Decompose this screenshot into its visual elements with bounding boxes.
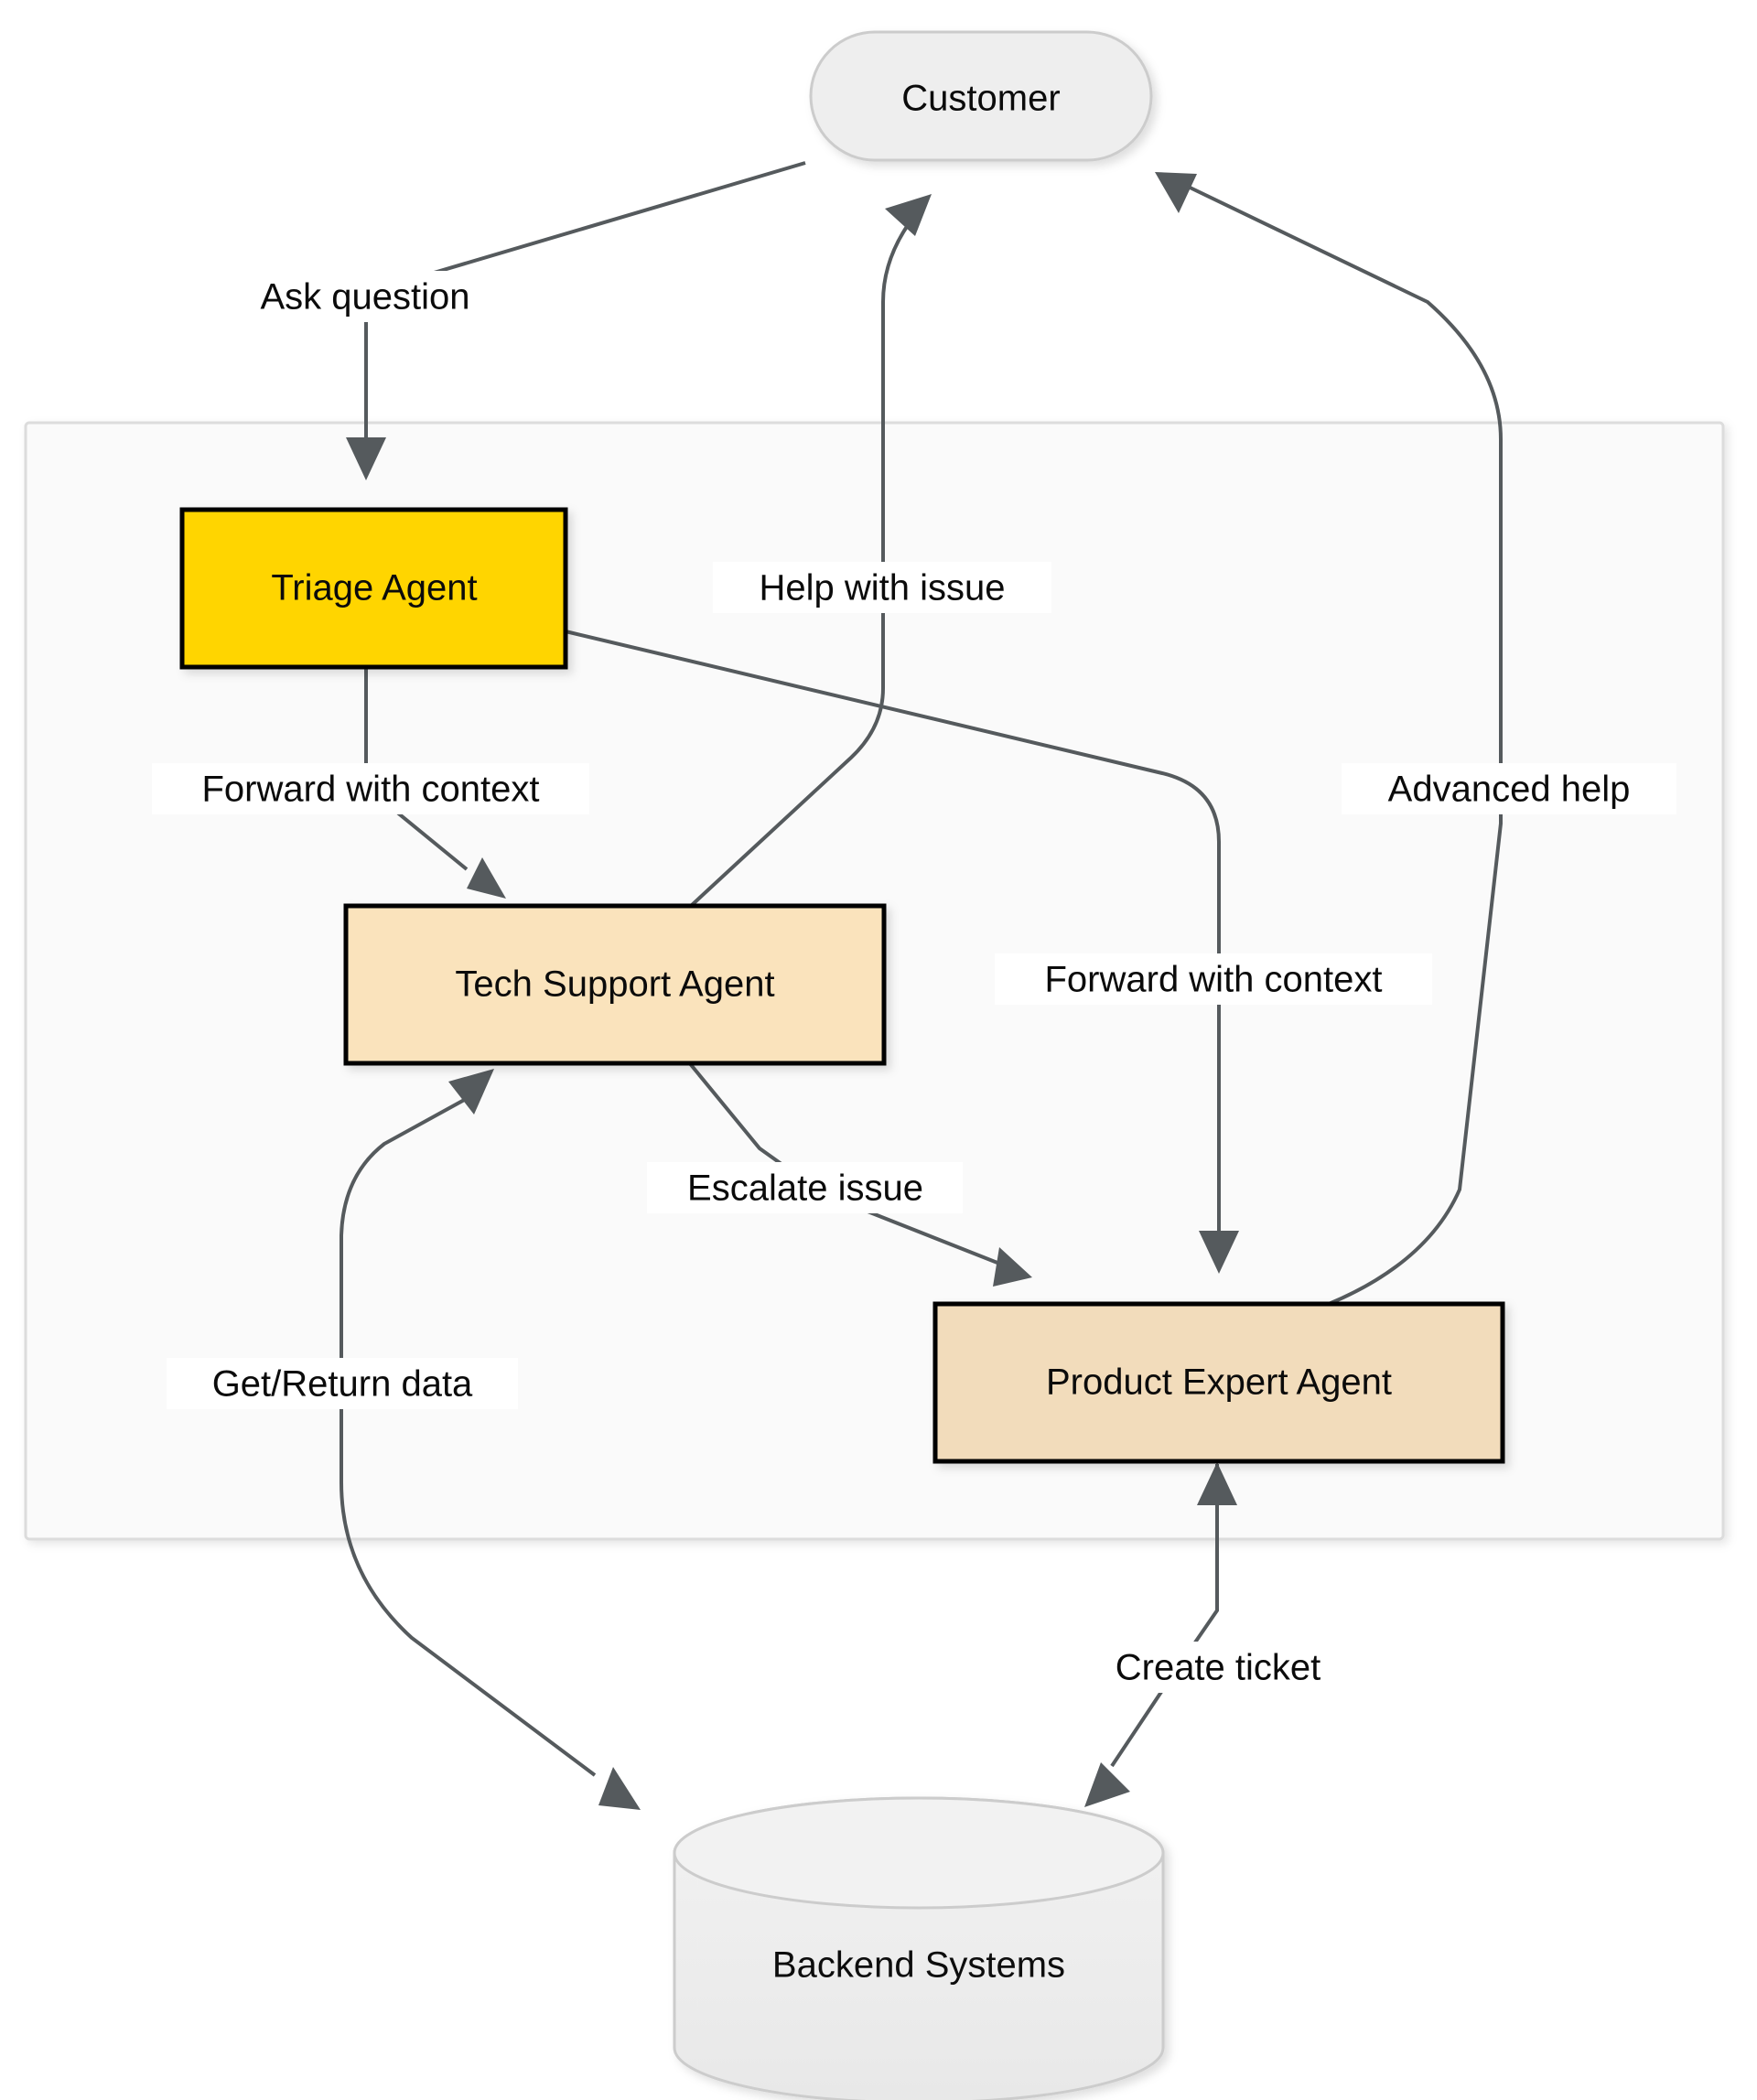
edge-label-advanced-help-bg — [1342, 763, 1676, 814]
edge-label-create-ticket-bg — [1081, 1642, 1355, 1693]
arrowhead-forward-context-tech — [467, 857, 506, 899]
node-customer-label: Customer — [901, 79, 1060, 119]
edge-label-advanced-help-text: Advanced help — [1388, 770, 1631, 810]
arrowhead-forward-context-product — [1199, 1231, 1239, 1274]
edge-label-create-ticket: Create ticket — [1081, 1642, 1355, 1693]
edge-triage-to-product-expert — [565, 630, 1239, 1274]
node-product-expert-agent-label: Product Expert Agent — [1046, 1362, 1392, 1403]
edge-label-forward-context-product-text: Forward with context — [1044, 960, 1382, 1000]
edge-label-ask-question: Ask question — [228, 271, 502, 322]
edge-path-forward-context-tech — [364, 666, 469, 871]
arrowhead-escalate-issue — [993, 1247, 1032, 1287]
edge-label-get-return-data-text: Get/Return data — [212, 1364, 473, 1405]
node-triage-agent-shape[interactable] — [179, 507, 568, 670]
arrowhead-create-ticket-up — [1197, 1462, 1237, 1505]
edge-path-forward-context-product — [565, 630, 1221, 1244]
arrowhead-help-with-issue — [885, 194, 932, 236]
edge-path-get-return-data — [340, 1092, 597, 1777]
node-tech-support-agent-shape[interactable] — [343, 903, 887, 1066]
arrowhead-return-data-tech — [448, 1069, 494, 1115]
edge-label-escalate-issue: Escalate issue — [647, 1162, 963, 1213]
node-product-expert-agent-shape[interactable] — [932, 1301, 1505, 1464]
edge-label-escalate-issue-bg — [647, 1162, 963, 1213]
node-triage-agent-label: Triage Agent — [271, 568, 477, 608]
edge-label-help-with-issue-text: Help with issue — [759, 568, 1005, 608]
node-triage-agent[interactable]: Triage Agent — [179, 507, 568, 670]
edge-triage-to-tech-support — [364, 666, 506, 899]
node-tech-support-agent[interactable]: Tech Support Agent — [343, 903, 887, 1066]
edge-label-forward-context-product-bg — [995, 953, 1432, 1005]
node-backend-systems[interactable]: Backend Systems — [673, 1796, 1165, 2100]
edge-backend-to-tech-support-return — [448, 1069, 494, 1115]
arrowhead-create-ticket — [1084, 1762, 1130, 1807]
edge-label-forward-context-tech: Forward with context — [152, 763, 589, 814]
arrowhead-advanced-help — [1155, 172, 1197, 213]
edge-label-get-return-data: Get/Return data — [167, 1358, 518, 1409]
edge-path-help-with-issue — [689, 213, 917, 908]
edge-label-forward-context-product: Forward with context — [995, 953, 1432, 1005]
edge-label-help-with-issue-bg — [713, 562, 1051, 613]
node-product-expert-agent[interactable]: Product Expert Agent — [932, 1301, 1505, 1464]
edge-label-forward-context-tech-text: Forward with context — [201, 770, 539, 810]
edge-product-expert-to-customer — [1155, 172, 1503, 1306]
edge-label-forward-context-tech-bg — [152, 763, 589, 814]
node-backend-systems-top — [673, 1796, 1165, 1910]
node-customer-shape[interactable] — [809, 30, 1153, 162]
edge-label-help-with-issue: Help with issue — [713, 562, 1051, 613]
node-customer[interactable]: Customer — [809, 30, 1153, 162]
edge-label-advanced-help: Advanced help — [1342, 763, 1676, 814]
node-tech-support-agent-label: Tech Support Agent — [455, 964, 774, 1005]
edge-tech-support-to-customer — [689, 194, 932, 908]
arrowhead-get-return-data — [598, 1767, 641, 1810]
edge-path-advanced-help — [1180, 181, 1503, 1306]
arrowhead-ask-question — [346, 437, 386, 480]
node-backend-systems-label: Backend Systems — [772, 1945, 1065, 1986]
edge-label-ask-question-bg — [228, 271, 502, 322]
edge-label-ask-question-text: Ask question — [260, 277, 469, 318]
edge-label-get-return-data-bg — [167, 1358, 518, 1409]
edge-tech-support-to-backend — [340, 1092, 641, 1810]
edge-label-create-ticket-text: Create ticket — [1116, 1648, 1321, 1688]
edge-label-escalate-issue-text: Escalate issue — [687, 1168, 923, 1209]
